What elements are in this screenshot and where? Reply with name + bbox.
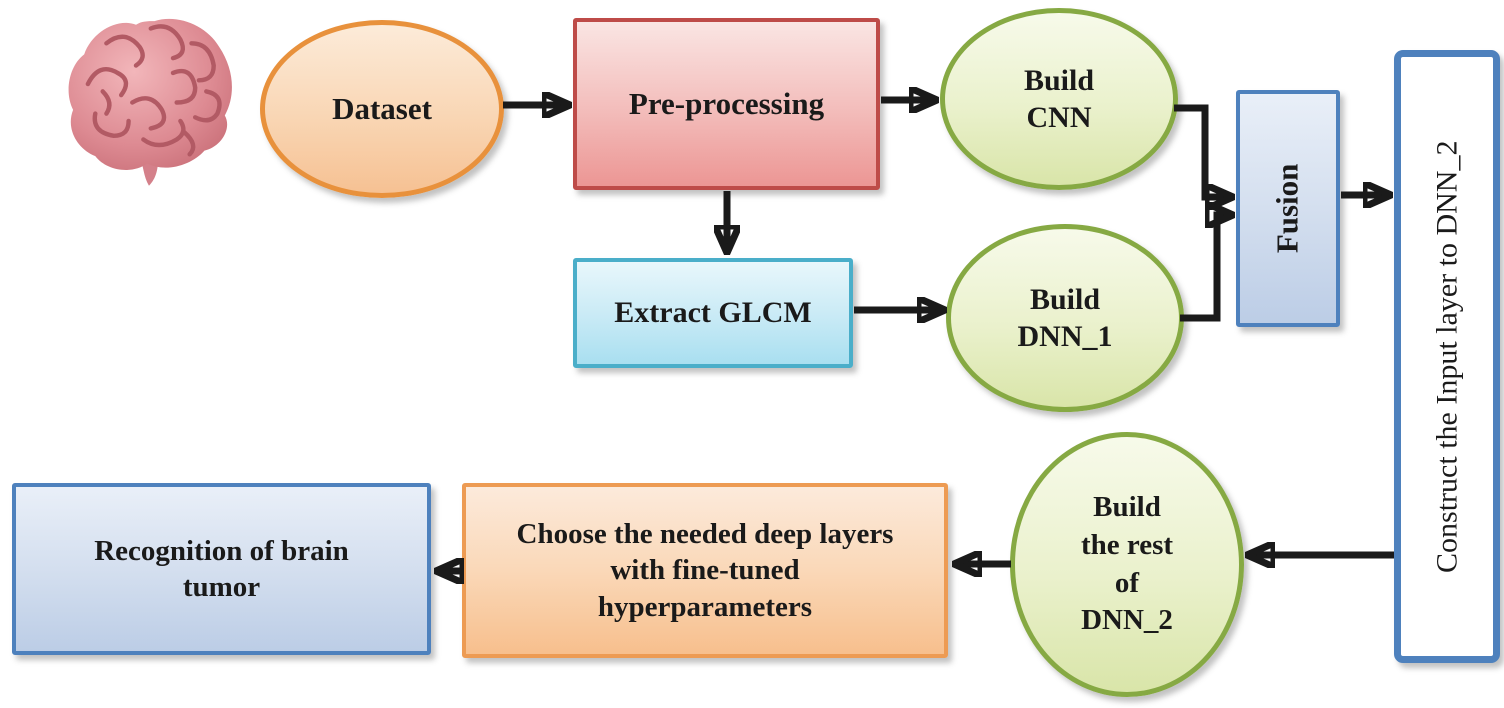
- node-recognition: Recognition of brain tumor: [12, 483, 431, 655]
- node-build-cnn: Build CNN: [940, 8, 1178, 190]
- node-construct-input-label: Construct the Input layer to DNN_2: [1430, 140, 1464, 573]
- node-dataset-label: Dataset: [332, 90, 432, 126]
- node-choose-layers-label: Choose the needed deep layers with fine-…: [516, 518, 894, 623]
- node-recognition-label: Recognition of brain tumor: [94, 534, 349, 603]
- node-build-cnn-label: Build CNN: [1023, 63, 1095, 135]
- node-build-dnn1-label: Build DNN_1: [1017, 282, 1113, 354]
- node-build-dnn1: Build DNN_1: [946, 224, 1184, 412]
- node-preprocessing: Pre-processing: [573, 18, 880, 190]
- node-extract-glcm-label: Extract GLCM: [614, 296, 812, 330]
- node-fusion: Fusion: [1236, 90, 1340, 327]
- arrow-build-dnn1-to-fusion: [1180, 215, 1231, 322]
- node-construct-input: Construct the Input layer to DNN_2: [1394, 50, 1500, 663]
- arrow-build-cnn-to-fusion: [1174, 104, 1231, 197]
- node-build-rest-dnn2-label: Build the rest of DNN_2: [1080, 491, 1174, 637]
- node-fusion-label: Fusion: [1269, 163, 1305, 254]
- node-dataset: Dataset: [260, 20, 504, 198]
- brain-icon: [68, 18, 232, 186]
- node-build-rest-dnn2: Build the rest of DNN_2: [1010, 432, 1244, 697]
- node-choose-layers: Choose the needed deep layers with fine-…: [462, 483, 948, 658]
- node-extract-glcm: Extract GLCM: [573, 258, 853, 368]
- node-preprocessing-label: Pre-processing: [628, 85, 825, 121]
